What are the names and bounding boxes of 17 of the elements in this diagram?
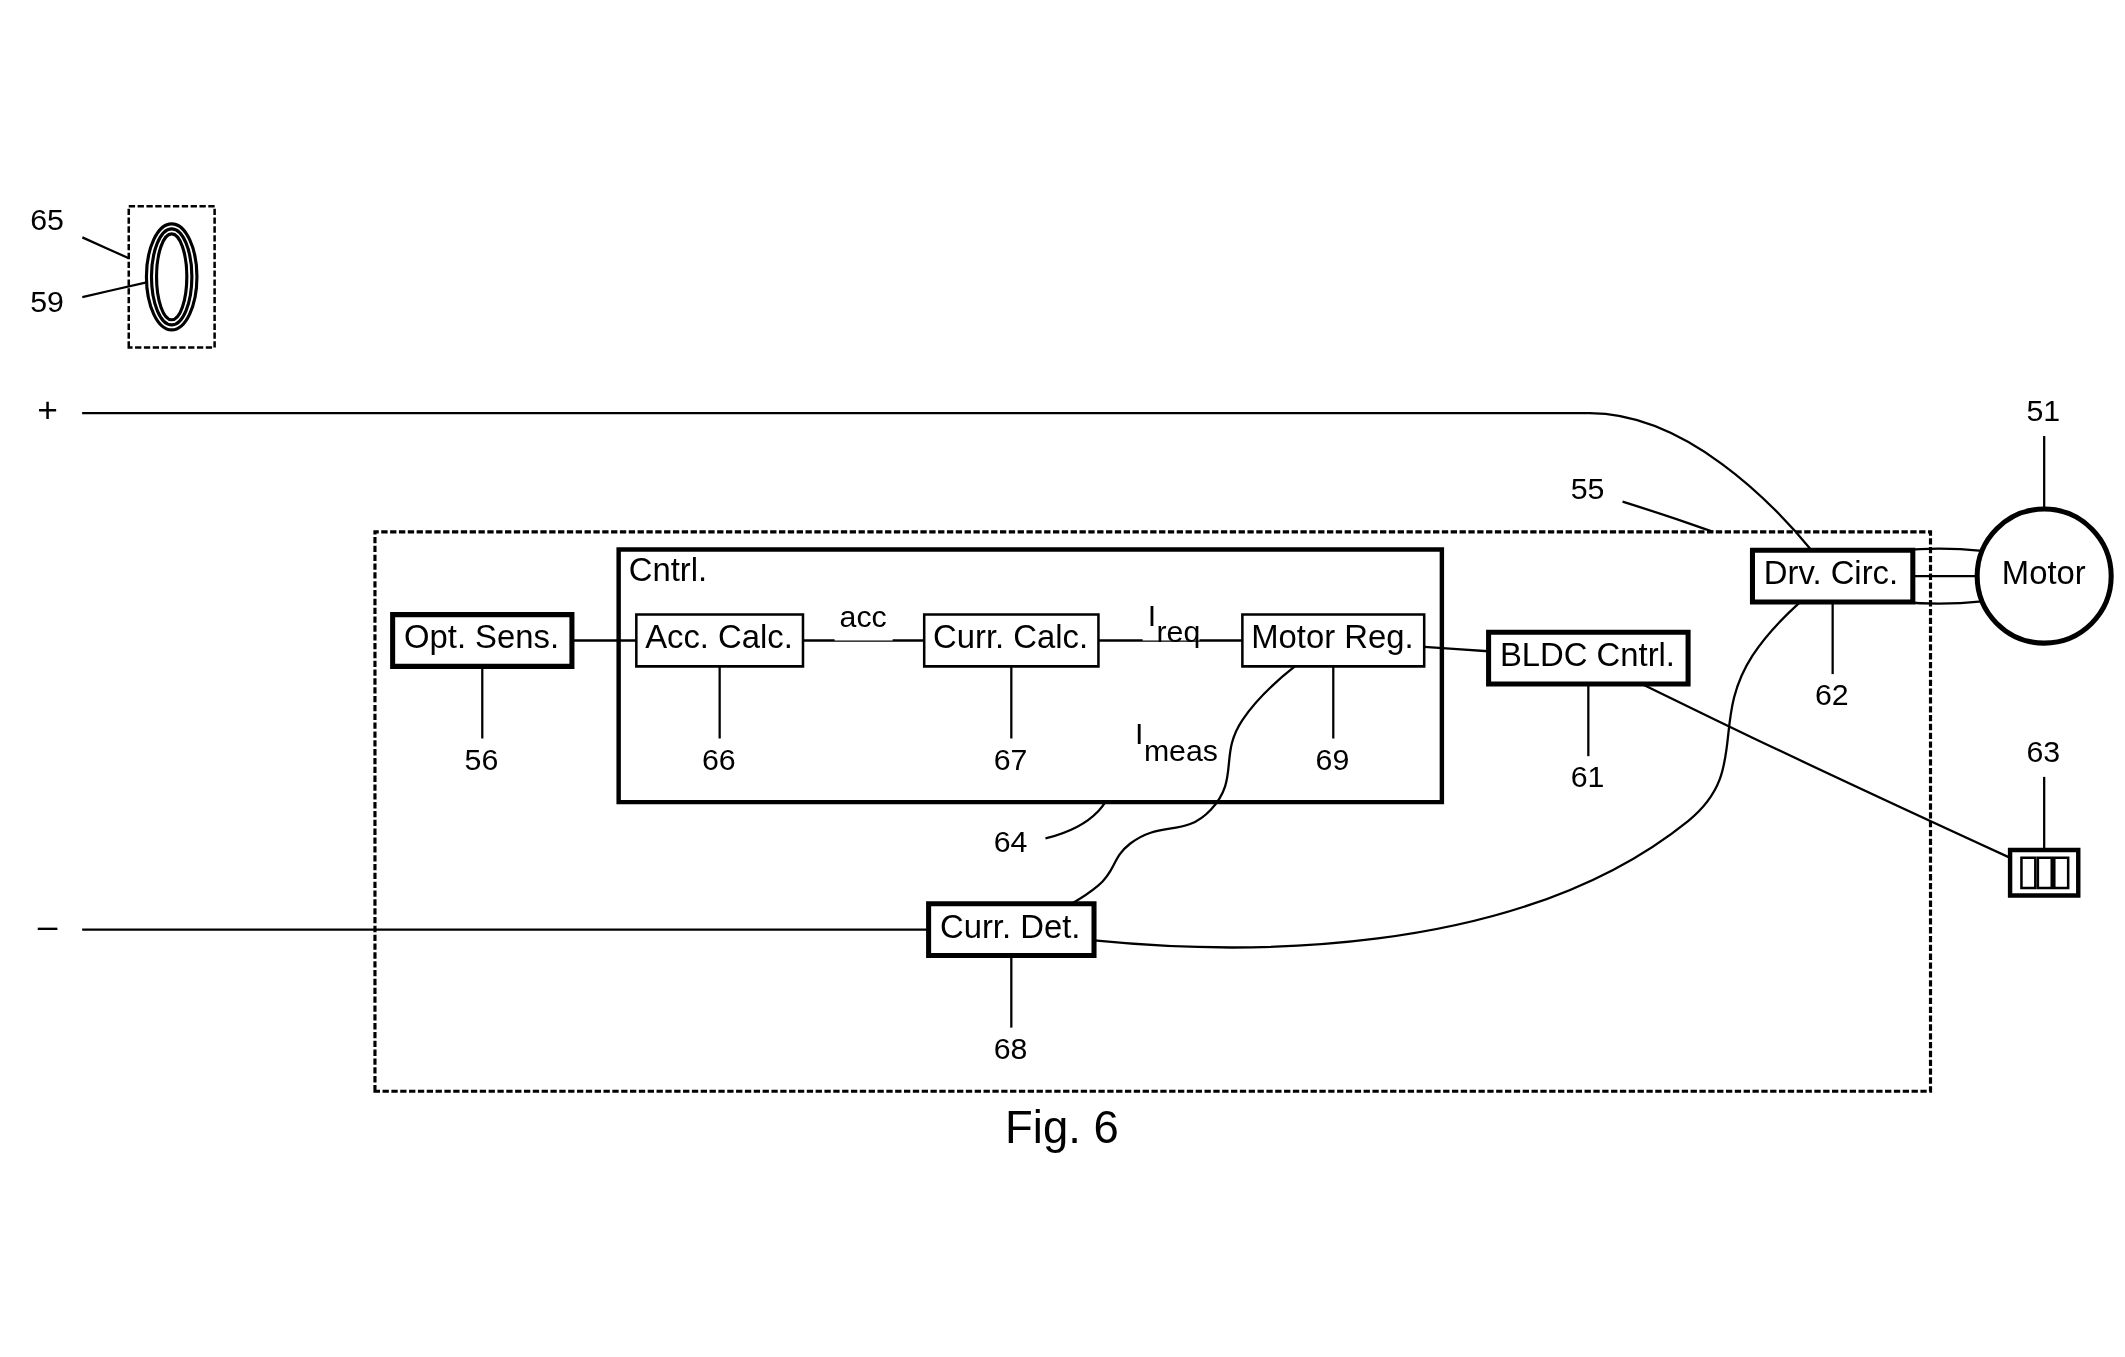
node-text: 66 [701,742,736,776]
node-text: 61 [1570,759,1605,793]
edge-label: acc [839,599,887,633]
node-text: 63 [2026,734,2061,768]
node-text: 62 [1814,677,1849,711]
node-text: 69 [1315,742,1350,776]
node-text: 65 [30,202,64,236]
node-text: 56 [464,742,499,776]
node-text: 64 [993,824,1028,858]
caption: Fig. 6 [1005,1101,1119,1153]
node-text: 55 [1570,471,1605,505]
node-text: 67 [993,742,1028,776]
node-text: 59 [30,284,64,318]
node-text: – [37,905,58,945]
node-text: + [37,389,58,429]
node-text: 68 [993,1031,1028,1065]
node-text: 51 [2026,393,2061,427]
